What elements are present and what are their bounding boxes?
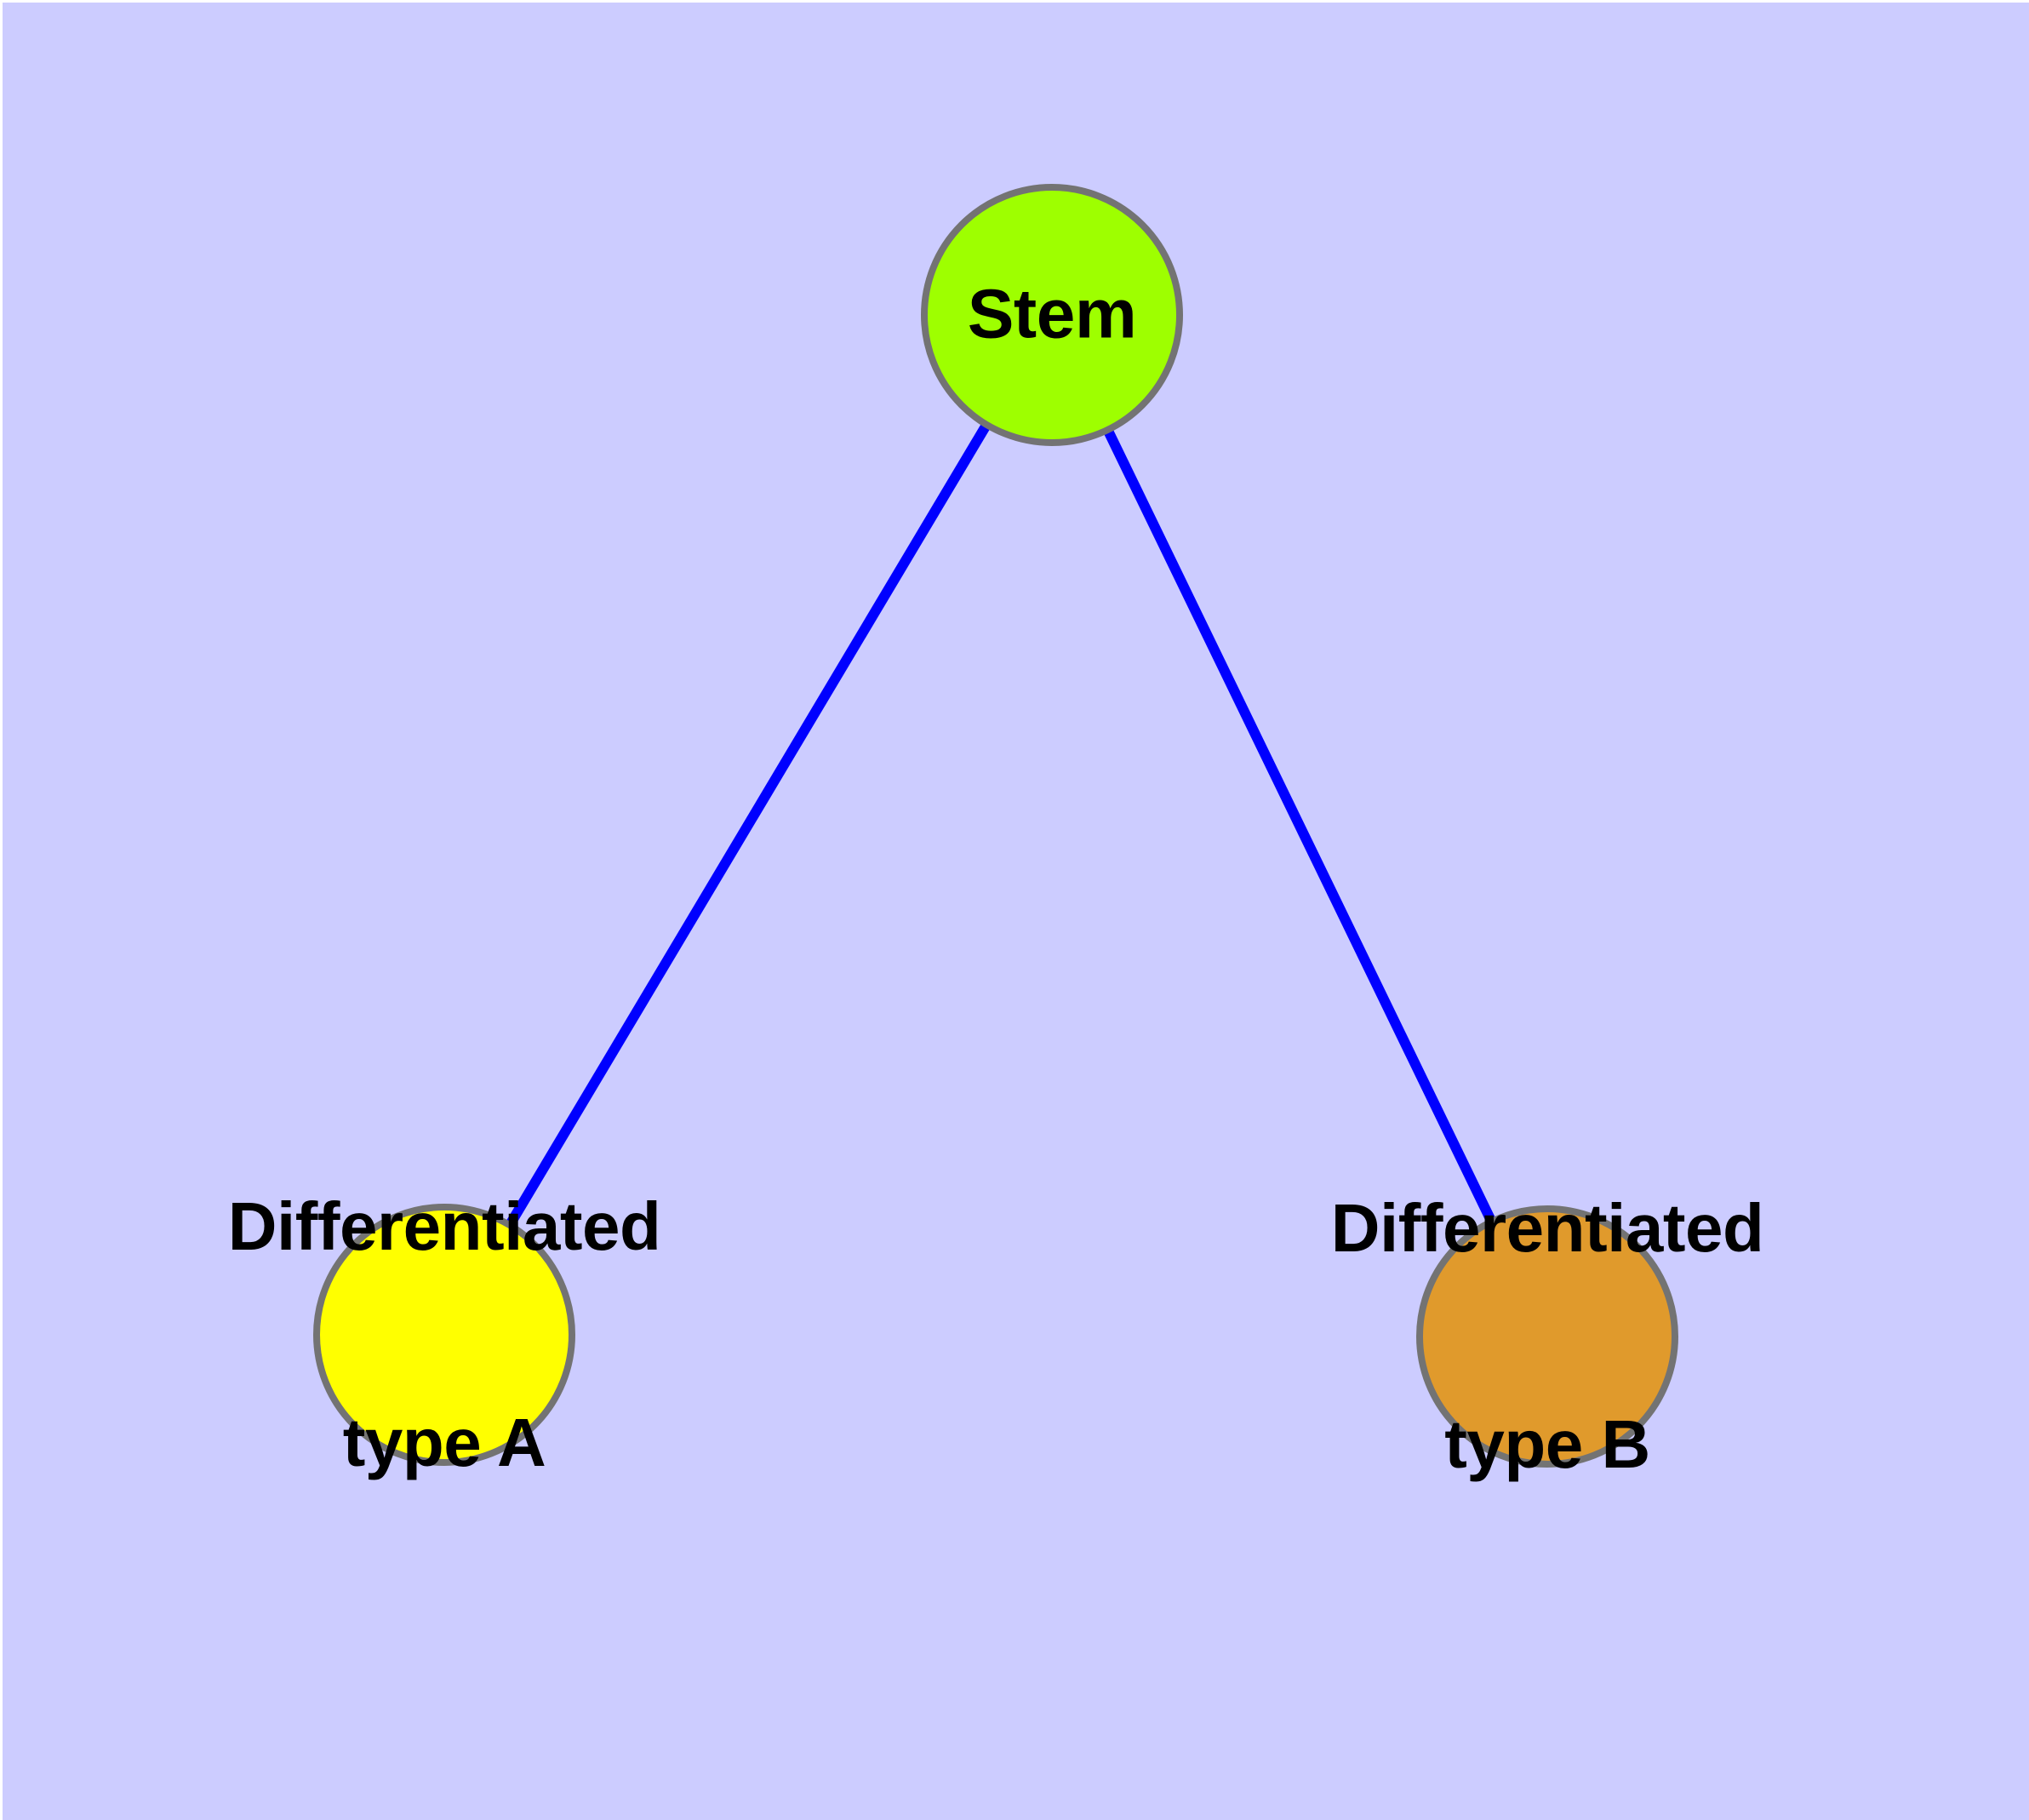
node-differentiated-type-b[interactable] xyxy=(1416,1205,1678,1468)
node-layer xyxy=(313,184,1678,1468)
edge-stem-to-differentiated-type-b[interactable] xyxy=(1047,312,1552,1339)
node-differentiated-type-a[interactable] xyxy=(313,1204,575,1466)
node-stem[interactable] xyxy=(921,184,1183,446)
edge-layer xyxy=(439,312,1552,1339)
edge-stem-to-differentiated-type-a[interactable] xyxy=(439,312,1057,1338)
